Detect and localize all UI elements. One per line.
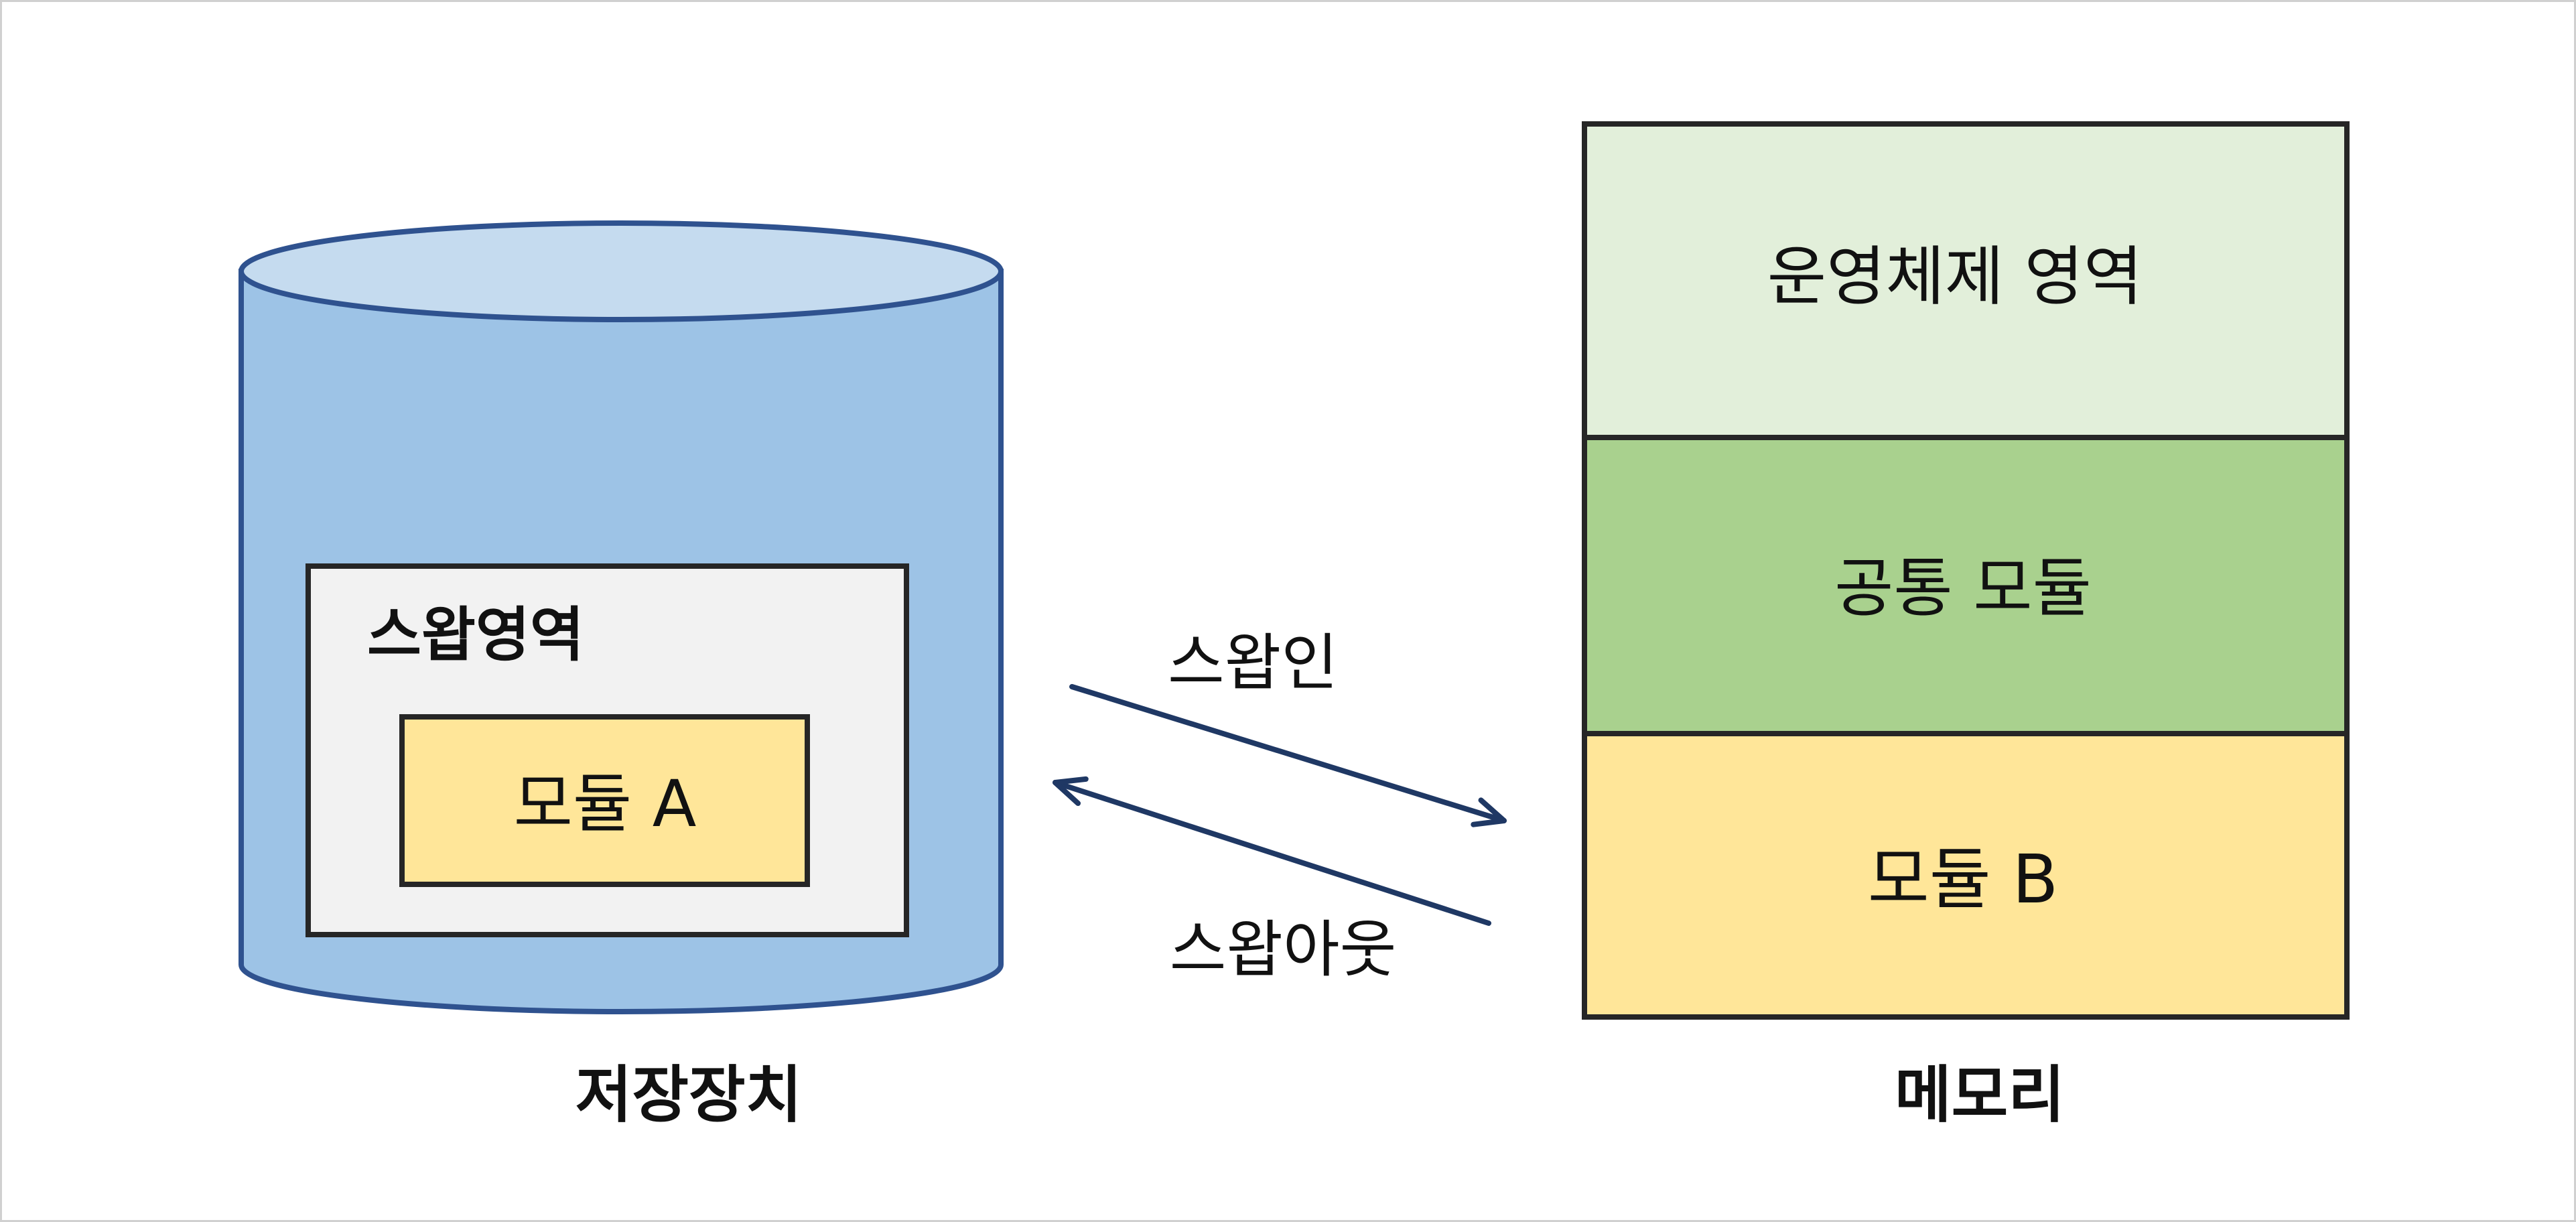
module-b-label: 모듈 B — [1867, 840, 2059, 919]
common-module-label: 공통 모듈 — [1834, 551, 2092, 626]
cylinder-top — [239, 220, 1004, 322]
swap-in-label: 스왑인 — [1168, 627, 1338, 699]
memory-stack — [1582, 121, 2350, 1020]
module-a-label: 모듈 A — [513, 766, 697, 841]
os-area-label: 운영체제 영역 — [1767, 239, 2143, 314]
storage-caption: 저장장치 — [575, 1059, 803, 1131]
module-a-box — [399, 714, 810, 887]
swap-area-label: 스왑영역 — [367, 600, 584, 669]
swap-out-label: 스왑아웃 — [1169, 914, 1397, 986]
os-area-box — [1582, 121, 2350, 440]
module-b-box — [1582, 731, 2350, 1020]
memory-caption: 메모리 — [1895, 1059, 2065, 1131]
swap-in-arrow — [1069, 684, 1507, 827]
common-module-box — [1582, 435, 2350, 736]
swap-out-arrow — [1053, 776, 1491, 926]
